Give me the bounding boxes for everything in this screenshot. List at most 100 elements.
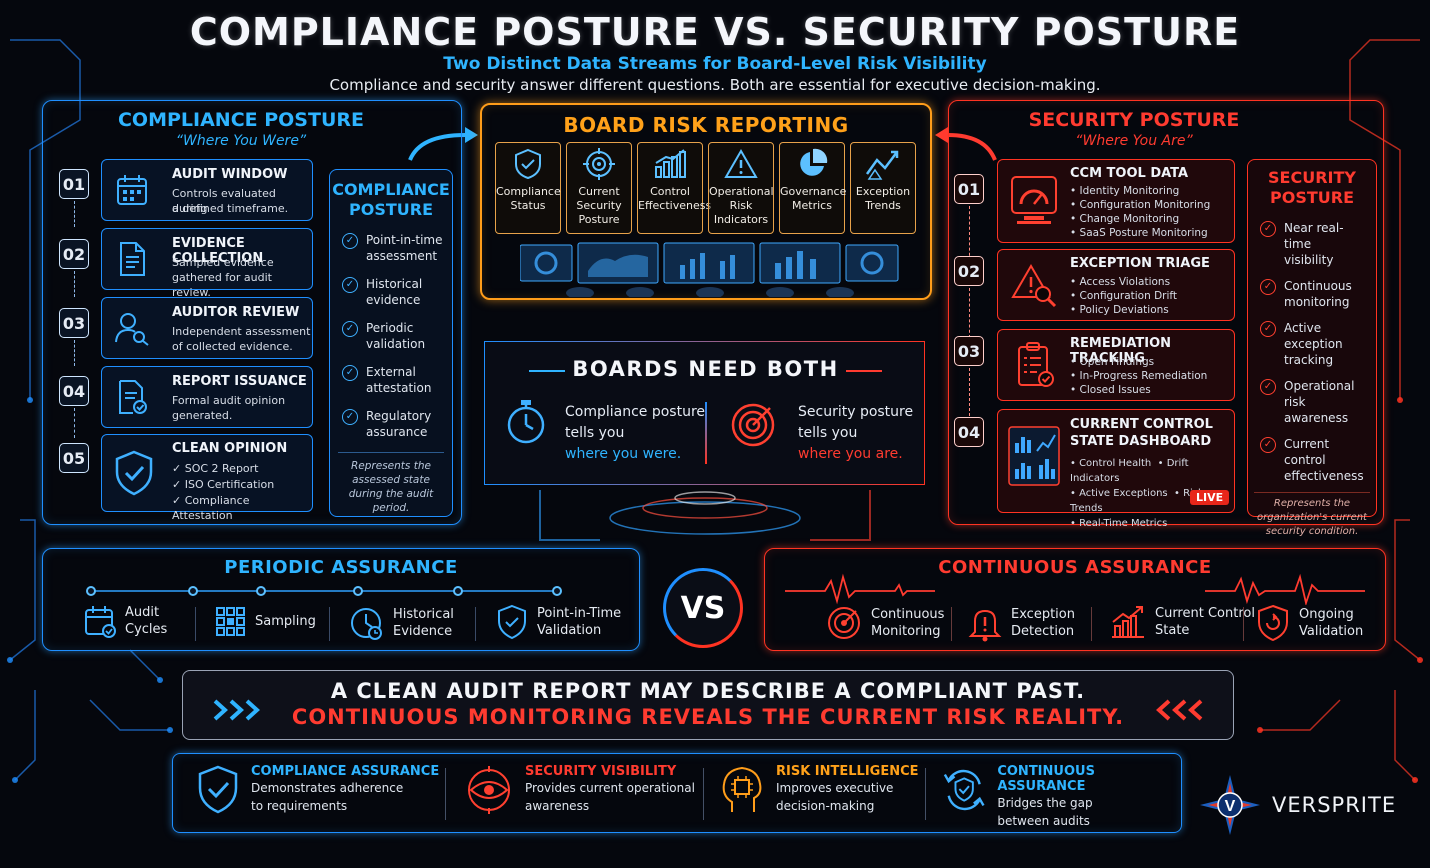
metric-label: Security xyxy=(576,199,622,212)
check-circle-icon: ✓ xyxy=(342,233,358,249)
step-connector xyxy=(74,271,75,297)
sampling-grid-icon xyxy=(216,607,245,636)
divider xyxy=(475,607,476,641)
footer-item-title: SECURITY VISIBILITY xyxy=(525,764,677,779)
check-circle-icon: ✓ xyxy=(1260,221,1276,237)
divider xyxy=(925,768,926,820)
compliance-step-02-number: 02 xyxy=(59,239,89,269)
step-connector xyxy=(969,206,970,261)
chevron-left-icon xyxy=(1156,699,1203,721)
compliance-step-desc: gathered for audit review. xyxy=(172,271,272,299)
periodic-item-label: Sampling xyxy=(255,613,316,629)
compliance-step-evidence-collection: EVIDENCE COLLECTION Sampled evidence gat… xyxy=(101,228,313,299)
radar-icon xyxy=(828,607,860,639)
compliance-step-title: REPORT ISSUANCE xyxy=(172,374,307,389)
metric-label: Status xyxy=(510,199,546,212)
clean-opinion-item-label: SOC 2 Report xyxy=(184,462,259,475)
security-step-04-number: 04 xyxy=(954,417,984,447)
value-footer: COMPLIANCE ASSURANCE Demonstrates adhere… xyxy=(172,753,1182,833)
dashboard-charts-icon xyxy=(1006,424,1062,488)
compliance-tells-line: tells you xyxy=(565,425,625,441)
footer-item-title: RISK INTELLIGENCE xyxy=(776,764,919,779)
compliance-tells-text: Compliance posture tells you where you w… xyxy=(565,402,705,465)
compliance-column-title-line: COMPLIANCE xyxy=(332,180,450,199)
clean-opinion-item-label: ISO Certification xyxy=(184,478,275,491)
compliance-step-01-number: 01 xyxy=(59,169,89,199)
divider xyxy=(195,607,196,641)
compliance-step-title: CLEAN OPINION xyxy=(172,441,288,456)
step-connector xyxy=(74,340,75,366)
footer-item-desc: awareness xyxy=(525,799,590,813)
step-connector xyxy=(74,408,75,438)
security-step-title: EXCEPTION TRIAGE xyxy=(1070,256,1210,271)
compliance-step-04-number: 04 xyxy=(59,376,89,406)
step-connector xyxy=(969,368,970,416)
compliance-step-desc: Sampled evidence xyxy=(172,256,274,269)
divider xyxy=(1243,607,1244,641)
compliance-step-clean-opinion: CLEAN OPINION ✓ SOC 2 Report ✓ ISO Certi… xyxy=(101,434,313,522)
history-clock-icon xyxy=(351,608,382,640)
divider xyxy=(705,402,707,464)
security-tells-highlight: where you are. xyxy=(798,446,903,462)
shield-refresh-icon xyxy=(1258,604,1288,642)
check-circle-icon: ✓ xyxy=(342,409,358,425)
live-badge: LIVE xyxy=(1190,490,1230,505)
footer-item-title: COMPLIANCE ASSURANCE xyxy=(251,764,440,779)
clean-opinion-item: ✓ ISO Certification xyxy=(172,478,275,491)
footer-item-desc: between audits xyxy=(997,814,1090,828)
metric-label: Governance xyxy=(780,185,847,198)
shield-check-icon xyxy=(498,604,526,640)
versprite-logo-icon: V xyxy=(1200,775,1260,835)
security-tells-text: Security posture tells you where you are… xyxy=(798,402,913,465)
decor-line xyxy=(846,370,882,372)
security-step-02-number: 02 xyxy=(954,256,984,286)
security-panel-subtitle: “Where You Are” xyxy=(1075,133,1193,149)
footer-item-desc: decision-making xyxy=(776,799,875,813)
metric-label: Effectiveness xyxy=(638,199,712,212)
bar-chart-icon xyxy=(638,143,702,185)
calendar-check-icon xyxy=(85,606,116,638)
security-panel-title: SECURITY POSTURE xyxy=(1028,109,1240,131)
clipboard-check-icon xyxy=(1012,340,1058,390)
periodic-timeline xyxy=(86,586,562,596)
security-step-exception-triage: EXCEPTION TRIAGE • Access Violations• Co… xyxy=(997,249,1235,321)
growth-chart-icon xyxy=(1112,606,1144,638)
board-title: BOARD RISK REPORTING xyxy=(563,113,849,137)
compliance-step-03-number: 03 xyxy=(59,308,89,338)
check-circle-icon: ✓ xyxy=(1260,437,1276,453)
versus-badge: VS xyxy=(663,568,743,648)
check-circle-icon: ✓ xyxy=(342,365,358,381)
warning-search-icon xyxy=(1010,262,1058,310)
metric-label: Posture xyxy=(578,213,620,226)
metric-label: Metrics xyxy=(792,199,832,212)
boards-need-both-title: BOARDS NEED BOTH xyxy=(572,357,839,381)
brain-chip-icon xyxy=(722,766,762,812)
clean-opinion-item-label: Compliance Attestation xyxy=(172,494,250,522)
compliance-step-desc: Formal audit opinion xyxy=(172,394,286,407)
warning-icon xyxy=(709,143,773,185)
